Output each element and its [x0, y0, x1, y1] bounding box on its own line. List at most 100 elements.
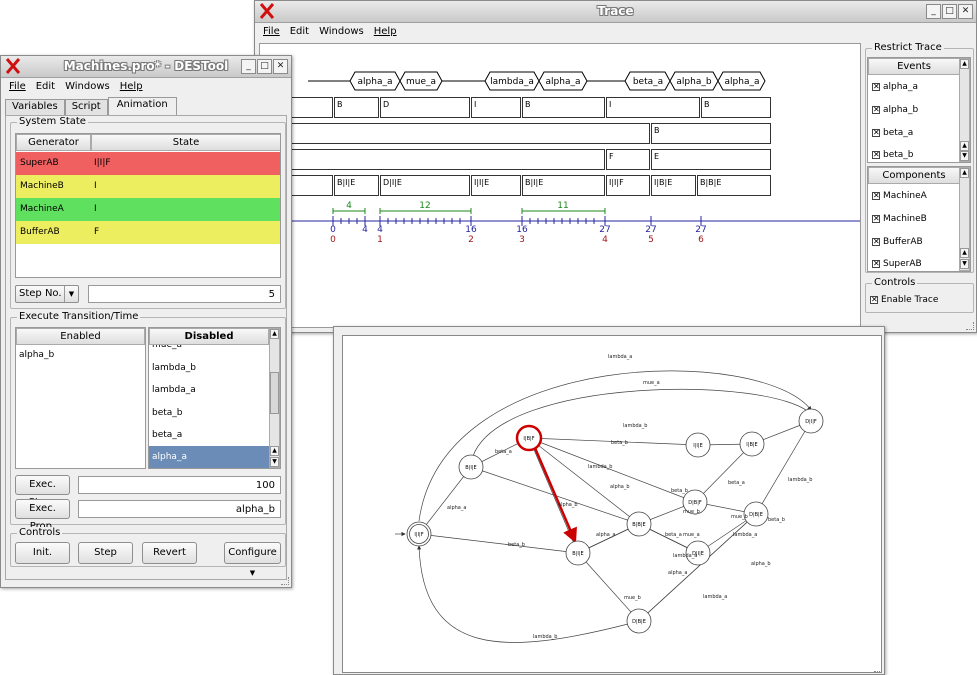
table-row[interactable]: MachineA I [16, 198, 280, 221]
close-icon[interactable]: ✕ [958, 4, 973, 19]
checkbox-checked-icon[interactable]: ✕ [872, 82, 880, 91]
menu-file[interactable]: File [9, 81, 26, 92]
state-node[interactable]: D|B|F [682, 489, 708, 515]
exec-prop-button[interactable]: Exec. Prop. [15, 499, 70, 532]
list-item[interactable]: lambda_b [152, 363, 196, 373]
menu-file[interactable]: File [263, 26, 280, 37]
exec-prop-field[interactable]: alpha_b [78, 500, 281, 518]
state-node[interactable]: I|B|F [515, 424, 543, 452]
disabled-scrollbar[interactable]: ▲ ▲ ▼ [269, 328, 280, 468]
components-scrollbar[interactable]: ▲ ▲ ▼ [959, 167, 970, 271]
scroll-up-icon[interactable]: ▲ [960, 59, 969, 69]
list-item-selected[interactable]: alpha_a [149, 446, 269, 468]
step-button[interactable]: Step [78, 542, 133, 564]
checkbox-checked-icon[interactable]: ✕ [872, 128, 880, 137]
resize-grip-icon[interactable] [966, 322, 974, 330]
component-filter-item[interactable]: ✕BufferAB [872, 237, 923, 247]
tab-variables[interactable]: Variables [5, 99, 65, 115]
trace-titlebar[interactable]: Trace _ □ ✕ [255, 1, 976, 23]
disabled-list[interactable]: Disabled mue_a lambda_b lambda_a beta_b … [148, 327, 281, 469]
table-row[interactable]: BufferAB F [16, 221, 280, 244]
component-filter-item[interactable]: ✕MachineB [872, 214, 927, 224]
events-scrollbar[interactable]: ▲ ▲ ▼ [959, 58, 970, 162]
menu-windows[interactable]: Windows [65, 81, 110, 92]
checkbox-checked-icon[interactable]: ✕ [872, 214, 880, 223]
resize-grip-icon[interactable] [874, 664, 882, 672]
revert-button[interactable]: Revert [142, 542, 197, 564]
menu-windows[interactable]: Windows [319, 26, 364, 37]
enabled-header[interactable]: Enabled [16, 328, 145, 345]
scroll-down-icon[interactable]: ▼ [960, 259, 969, 269]
maximize-button[interactable]: □ [942, 4, 957, 19]
close-icon[interactable]: ✕ [273, 59, 288, 74]
state-node[interactable]: D|I|F [798, 408, 824, 434]
trace-cell: B [701, 97, 771, 118]
list-item[interactable]: alpha_b [19, 350, 55, 360]
scroll-up-icon[interactable]: ▲ [960, 141, 969, 151]
state-node[interactable]: I|I|F [406, 521, 432, 547]
events-list[interactable]: Events ✕alpha_a ✕alpha_b ✕beta_a ✕beta_b… [867, 57, 971, 163]
state-node[interactable]: B|B|E [626, 511, 652, 537]
table-row[interactable]: SuperAB I|I|F [16, 152, 280, 175]
event-filter-item[interactable]: ✕alpha_b [872, 105, 919, 115]
trace-canvas[interactable]: alpha_a mue_a lambda_a alpha_a beta_a al… [259, 43, 861, 328]
resize-grip-icon[interactable] [281, 577, 289, 585]
configure-button[interactable]: Configure ▼ [224, 542, 281, 577]
table-row[interactable]: MachineB I [16, 175, 280, 198]
state-column-header[interactable]: State [91, 134, 280, 151]
list-item[interactable]: beta_a [152, 430, 183, 440]
scroll-up-icon[interactable]: ▲ [960, 168, 969, 178]
checkbox-checked-icon[interactable]: ✕ [872, 259, 880, 268]
tab-script[interactable]: Script [64, 99, 108, 115]
event-filter-item[interactable]: ✕beta_a [872, 128, 914, 138]
state-node[interactable]: D|B|E [743, 501, 769, 527]
checkbox-checked-icon[interactable]: ✕ [872, 191, 880, 200]
exec-steps-button[interactable]: Exec. Steps [15, 475, 70, 508]
minimize-button[interactable]: _ [926, 4, 941, 19]
checkbox-checked-icon[interactable]: ✕ [870, 295, 878, 304]
component-filter-item[interactable]: ✕MachineA [872, 191, 927, 201]
disabled-header[interactable]: Disabled [149, 328, 269, 345]
scroll-up-icon[interactable]: ▲ [960, 248, 969, 258]
scroll-up-icon[interactable]: ▲ [270, 329, 279, 339]
components-header[interactable]: Components [868, 167, 960, 184]
component-filter-item[interactable]: ✕SuperAB [872, 259, 922, 269]
menu-edit[interactable]: Edit [35, 81, 56, 92]
state-node[interactable]: B|I|E [458, 454, 484, 480]
events-header[interactable]: Events [868, 58, 960, 75]
state-graph[interactable]: I|I|F B|I|E I|B|F I|I|E I|B|E D|I|F D|B|F B|B|E… [342, 335, 882, 673]
scroll-up-icon[interactable]: ▲ [270, 446, 279, 456]
checkbox-checked-icon[interactable]: ✕ [872, 105, 880, 114]
event-filter-item[interactable]: ✕alpha_a [872, 82, 918, 92]
checkbox-checked-icon[interactable]: ✕ [872, 237, 880, 246]
state-node[interactable]: B|I|E [565, 540, 591, 566]
destool-titlebar[interactable]: Machines.pro* - DESTool _ □ ✕ [1, 56, 291, 78]
state-node[interactable]: D|B|E [626, 608, 652, 634]
state-node[interactable]: I|I|E [685, 432, 711, 458]
scroll-down-icon[interactable]: ▼ [960, 151, 969, 161]
maximize-button[interactable]: □ [257, 59, 272, 74]
minimize-button[interactable]: _ [241, 59, 256, 74]
list-item[interactable]: mue_a [152, 340, 183, 350]
tab-animation[interactable]: Animation [107, 97, 177, 115]
enable-trace-toggle[interactable]: ✕Enable Trace [870, 295, 939, 305]
state-node[interactable]: I|B|E [739, 431, 765, 457]
components-list[interactable]: Components ✕MachineA ✕MachineB ✕BufferAB… [867, 166, 971, 272]
menu-help[interactable]: Help [119, 81, 143, 92]
list-item[interactable]: beta_b [152, 408, 183, 418]
scroll-thumb[interactable] [270, 372, 279, 414]
state-node[interactable]: D|I|E [685, 540, 711, 566]
init-button[interactable]: Init. [15, 542, 70, 564]
enabled-list[interactable]: Enabled alpha_b [15, 327, 146, 469]
checkbox-checked-icon[interactable]: ✕ [872, 150, 880, 159]
system-state-table[interactable]: Generator State SuperAB I|I|F MachineB I… [15, 133, 281, 278]
menu-help[interactable]: Help [373, 26, 397, 37]
exec-steps-field[interactable]: 100 [78, 476, 281, 494]
step-no-field[interactable]: 5 [88, 285, 281, 303]
menu-edit[interactable]: Edit [289, 26, 310, 37]
scroll-down-icon[interactable]: ▼ [270, 457, 279, 467]
generator-column-header[interactable]: Generator [16, 134, 91, 151]
list-item[interactable]: lambda_a [152, 385, 196, 395]
step-no-dropdown[interactable]: Step No. ▼ [15, 285, 79, 303]
event-filter-item[interactable]: ✕beta_b [872, 150, 914, 160]
